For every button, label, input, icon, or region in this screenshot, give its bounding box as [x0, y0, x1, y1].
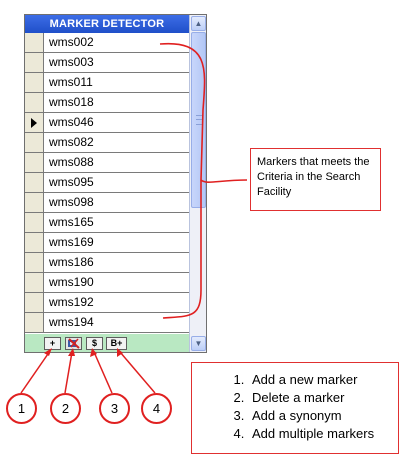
scroll-thumb[interactable] [191, 32, 206, 208]
marker-name-field[interactable]: wms082 [44, 133, 189, 152]
marker-name-field[interactable]: wms003 [44, 53, 189, 72]
arrow-3 [93, 351, 113, 394]
marker-name-field[interactable]: wms018 [44, 93, 189, 112]
button-legend: Add a new marker Delete a marker Add a s… [191, 362, 399, 454]
add-multiple-markers-button[interactable]: B+ [106, 337, 127, 350]
marker-name-field[interactable]: wms165 [44, 213, 189, 232]
legend-item: Add multiple markers [248, 425, 398, 443]
scroll-up-button[interactable]: ▲ [191, 16, 206, 31]
legend-item: Add a synonym [248, 407, 398, 425]
record-selector[interactable] [25, 293, 44, 312]
marker-name-field[interactable]: wms169 [44, 233, 189, 252]
marker-name-field[interactable]: wms095 [44, 173, 189, 192]
scroll-down-button[interactable]: ▼ [191, 336, 206, 351]
current-record-indicator[interactable] [25, 113, 44, 132]
form-toolbar: + $ B+ [25, 334, 189, 352]
table-row[interactable]: wms003 [25, 53, 189, 73]
add-marker-button[interactable]: + [44, 337, 61, 350]
table-row[interactable]: wms098 [25, 193, 189, 213]
marker-name-field[interactable]: wms194 [44, 313, 189, 332]
table-row[interactable]: wms095 [25, 173, 189, 193]
marker-name-field[interactable]: wms088 [44, 153, 189, 172]
number-marker-4: 4 [141, 393, 172, 424]
add-synonym-button[interactable]: $ [86, 337, 103, 350]
record-selector[interactable] [25, 213, 44, 232]
marker-name-field[interactable]: wms186 [44, 253, 189, 272]
record-selector[interactable] [25, 273, 44, 292]
arrow-4 [119, 351, 156, 394]
table-row[interactable]: wms018 [25, 93, 189, 113]
chevron-up-icon: ▲ [194, 19, 203, 28]
table-row[interactable]: wms190 [25, 273, 189, 293]
record-selector[interactable] [25, 233, 44, 252]
table-row[interactable]: wms002 [25, 33, 189, 53]
record-selector[interactable] [25, 73, 44, 92]
arrow-1 [20, 350, 51, 394]
marker-name-field[interactable]: wms190 [44, 273, 189, 292]
table-row[interactable]: wms192 [25, 293, 189, 313]
table-row[interactable]: wms011 [25, 73, 189, 93]
record-selector[interactable] [25, 33, 44, 52]
delete-marker-button[interactable] [65, 337, 82, 350]
record-selector[interactable] [25, 253, 44, 272]
record-selector[interactable] [25, 193, 44, 212]
legend-list: Add a new marker Delete a marker Add a s… [192, 371, 398, 443]
table-row[interactable]: wms165 [25, 213, 189, 233]
marker-name-field[interactable]: wms192 [44, 293, 189, 312]
marker-name-field[interactable]: wms046 [44, 113, 189, 132]
marker-name-field[interactable]: wms011 [44, 73, 189, 92]
table-row[interactable]: wms169 [25, 233, 189, 253]
vertical-scrollbar[interactable]: ▲ ▼ [189, 15, 206, 352]
number-marker-1: 1 [6, 393, 37, 424]
record-selector[interactable] [25, 93, 44, 112]
marker-name-field[interactable]: wms002 [44, 33, 189, 52]
chevron-down-icon: ▼ [194, 339, 203, 348]
grip-icon [196, 115, 202, 125]
record-selector[interactable] [25, 313, 44, 332]
record-selector[interactable] [25, 133, 44, 152]
record-selector[interactable] [25, 53, 44, 72]
arrow-2 [64, 351, 73, 394]
number-marker-2: 2 [50, 393, 81, 424]
delete-marker-icon [68, 338, 80, 349]
legend-item: Delete a marker [248, 389, 398, 407]
table-row[interactable]: wms046 [25, 113, 189, 133]
marker-name-field[interactable]: wms098 [44, 193, 189, 212]
table-row[interactable]: wms088 [25, 153, 189, 173]
table-row[interactable]: wms082 [25, 133, 189, 153]
number-marker-3: 3 [99, 393, 130, 424]
form-title: MARKER DETECTOR [25, 15, 189, 34]
record-selector[interactable] [25, 173, 44, 192]
table-row[interactable]: wms186 [25, 253, 189, 273]
record-selector[interactable] [25, 153, 44, 172]
legend-item: Add a new marker [248, 371, 398, 389]
search-results-callout: Markers that meets the Criteria in the S… [250, 148, 381, 211]
table-row[interactable]: wms194 [25, 313, 189, 333]
